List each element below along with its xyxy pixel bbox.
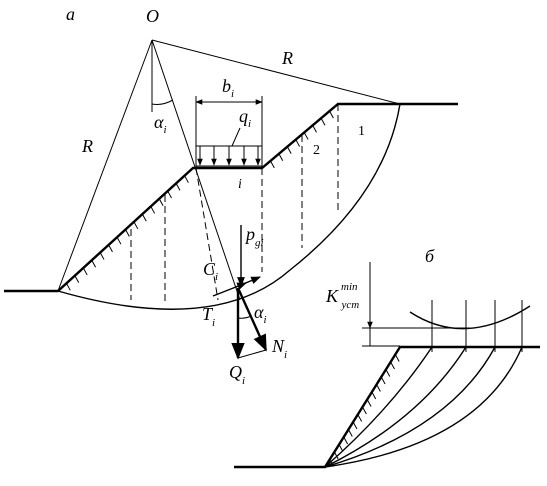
panel-b: б K min уст: [234, 246, 540, 469]
hatch-tick: [371, 391, 377, 400]
slip-surface-arc: [57, 103, 401, 310]
hatch-tick: [141, 213, 147, 222]
ground-profile-b: [234, 345, 540, 469]
curve-verticals: [431, 300, 523, 352]
hatch-tick: [175, 183, 181, 191]
hatch-tick: [352, 421, 358, 430]
radius-label-right: R: [281, 48, 293, 68]
normal-label: Ni: [271, 336, 287, 361]
hatch-tick: [376, 384, 381, 392]
resultant-label: Qi: [229, 362, 245, 387]
hatch-tick: [270, 160, 275, 169]
k-min-label: K min уст: [325, 277, 362, 311]
slope-hatching-b: [329, 354, 400, 467]
slice-boundaries: [130, 104, 339, 304]
normal-arrow: [236, 287, 268, 352]
hatch-tick: [329, 110, 334, 119]
hatch-tick: [312, 125, 317, 133]
stability-coefficient-curve: [409, 305, 531, 330]
hatch-tick: [125, 229, 130, 237]
hatch-tick: [366, 399, 372, 407]
panel-a-label: а: [66, 4, 75, 24]
radius-line-right: [151, 39, 401, 105]
slice-width-label: bi: [222, 76, 234, 100]
hatch-tick: [158, 198, 164, 206]
slip-arcs-b: [324, 346, 523, 468]
hatch-tick: [303, 132, 309, 140]
hatch-tick: [286, 146, 292, 154]
cohesion-label: Ci: [203, 259, 218, 283]
hatch-tick: [99, 252, 105, 260]
hatch-tick: [394, 354, 400, 362]
hatch-tick: [295, 139, 301, 147]
shear-arrow: [235, 276, 261, 288]
hatch-tick: [116, 236, 122, 245]
shear-label: Ti: [202, 304, 215, 329]
hatch-tick: [167, 190, 172, 199]
hatch-tick: [390, 361, 395, 370]
load-arrows: [197, 146, 261, 166]
hatch-tick: [362, 406, 367, 415]
hatch-tick: [347, 429, 353, 437]
angle-arc-top: [151, 99, 174, 105]
hatch-tick: [385, 369, 391, 377]
hatch-tick: [91, 260, 97, 268]
panel-a: а O R R αi bi qi i 1 2 pgi Ci Ti αi Ni Q…: [4, 4, 458, 387]
force-closing-line: [237, 349, 267, 359]
slice-index-label: i: [238, 177, 242, 192]
angle-label-force: αi: [254, 302, 267, 326]
radius-line-left: [57, 39, 153, 292]
hatch-tick: [184, 175, 189, 183]
ground-profile: [4, 102, 458, 293]
hatch-tick: [74, 275, 80, 283]
hatch-tick: [65, 283, 71, 291]
radius-label-left: R: [81, 136, 93, 156]
slice-number-2: 2: [313, 143, 320, 158]
hatch-tick: [278, 153, 284, 162]
angle-arc-force: [237, 315, 252, 319]
hatch-tick: [380, 376, 386, 385]
slope-hatching: [65, 110, 334, 291]
slice-number-1: 1: [358, 124, 365, 139]
center-label: O: [146, 6, 159, 26]
load-leader: [231, 127, 241, 147]
angle-label-top: αi: [154, 112, 167, 136]
hatch-tick: [338, 444, 344, 452]
panel-b-label: б: [425, 246, 435, 266]
hatch-tick: [343, 436, 349, 445]
weight-label: pgi: [244, 224, 264, 249]
hatch-tick: [357, 414, 363, 422]
hatch-tick: [133, 221, 139, 230]
load-label: qi: [239, 106, 251, 130]
hatch-tick: [108, 244, 113, 253]
hatch-tick: [150, 206, 156, 214]
hatch-tick: [333, 451, 339, 460]
hatch-tick: [82, 267, 88, 276]
hatch-tick: [320, 117, 326, 126]
